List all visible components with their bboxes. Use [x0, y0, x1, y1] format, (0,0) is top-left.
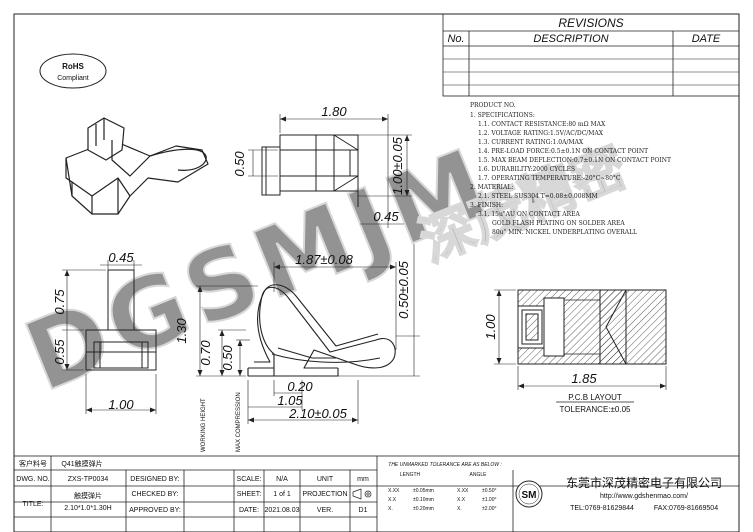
dim-side-width: 1.00 [108, 397, 134, 412]
projection-label: PROJECTION [302, 491, 347, 498]
dim-pcb-height: 1.00 [483, 314, 498, 340]
sheet-border [13, 13, 740, 532]
dim-top-height: 0.50 [232, 151, 247, 177]
sheet-value: 1 of 1 [273, 491, 291, 498]
revisions-col-date: DATE [692, 33, 721, 45]
dim-side-h1: 0.75 [52, 289, 67, 315]
company-tel: TEL:0769-81629844 [570, 505, 634, 512]
dim-top-length: 1.80 [321, 104, 347, 119]
dim-front-h2: 0.70 [198, 340, 213, 366]
revisions-col-no: No. [447, 33, 464, 45]
tol-cell: ±0.20mm [413, 506, 434, 512]
isometric-view [65, 117, 209, 215]
top-view [248, 114, 412, 228]
checked-by-label: CHECKED BY: [131, 491, 178, 498]
dim-side-h2: 0.55 [52, 339, 67, 365]
revisions-title: REVISIONS [558, 16, 623, 30]
pcb-layout-view [494, 289, 667, 403]
dim-front-w1: 0.20 [287, 379, 313, 394]
approved-by-label: APPROVED BY: [129, 507, 181, 514]
working-height-label: WORKING HEIGHT [201, 398, 207, 452]
company-fax: FAX:0769-81669504 [654, 505, 718, 512]
dim-front-w3: 2.10±0.05 [288, 406, 348, 421]
company-logo-icon [515, 480, 543, 508]
side-view [62, 260, 157, 414]
note-line: 1.1. CONTACT RESISTANCE:80 mΩ MAX [478, 121, 606, 128]
rohs-badge: RoHS Compliant [39, 53, 107, 89]
max-compression-label: MAX COMPRESSION [236, 392, 242, 452]
tol-cell: X.X [457, 497, 466, 503]
part-no-label: 客户料号 [19, 459, 47, 468]
rohs-compliant: Compliant [57, 75, 89, 82]
company-logo-text: SM [522, 490, 537, 501]
note-line: 2. MATERIAL: [470, 184, 513, 191]
scale-value: N/A [276, 476, 288, 483]
dim-pcb-width: 1.85 [571, 371, 597, 386]
pcb-tolerance: TOLERANCE:±0.05 [560, 405, 631, 414]
dim-top-offset: 0.45 [373, 209, 399, 224]
title-line2: 2.10*1.0*1.30H [64, 505, 111, 512]
tol-cell: X.X [388, 497, 397, 503]
note-line: 80u" MIN. NICKEL UNDERPLATING OVERALL [492, 229, 637, 236]
projection-symbol-icon [352, 488, 372, 500]
sheet-label: SHEET: [237, 491, 262, 498]
dim-front-total-height: 0.50±0.05 [396, 260, 411, 319]
company-name: 东莞市深茂精密电子有限公司 [566, 475, 722, 490]
dim-side-width-top: 0.45 [108, 250, 134, 265]
note-line: 3.1. 15u"AU ON CONTACT AREA [478, 211, 580, 218]
dwg-no: ZXS-TP0034 [68, 476, 109, 483]
date-label: DATE: [239, 507, 259, 514]
note-line: 1.4. PRE-LOAD FORCE:0.5±0.1N ON CONTACT … [478, 148, 648, 155]
dim-front-w2: 1.05 [277, 393, 303, 408]
unit-value: mm [357, 476, 369, 483]
tol-cell: ±0.05mm [413, 488, 434, 494]
title-line1: 触摸弹片 [74, 491, 102, 500]
tol-cell: X.XX [457, 488, 469, 494]
dim-front-h3: 0.50 [220, 345, 235, 371]
tolerance-angle-header: ANGLE [470, 472, 488, 478]
title-block [13, 455, 740, 532]
dim-front-h1: 1.30 [174, 318, 189, 344]
note-line: 1.7. OPERATING TEMPERATURE:-20°C~80°C [478, 175, 621, 182]
tolerance-title: THE UNMARKED TOLERANCE ARE AS BELOW : [388, 462, 502, 468]
tol-cell: ±1.00° [482, 497, 496, 503]
notes-title: PRODUCT NO. [470, 102, 516, 109]
revisions-col-description: DESCRIPTION [533, 33, 608, 45]
dim-front-length: 1.87±0.08 [295, 252, 354, 267]
tol-cell: X.XX [388, 488, 400, 494]
note-line: 1. SPECIFICATIONS: [470, 112, 535, 119]
company-website: http://www.gdshenmao.com/ [600, 493, 688, 500]
note-line: 1.6. DURABILITY:2000 CYCLES [478, 166, 575, 173]
unit-label: UNIT [317, 476, 334, 483]
designed-by-label: DESIGNED BY: [130, 476, 179, 483]
tol-cell: X. [388, 506, 393, 512]
title-label: TITLE: [22, 501, 43, 508]
revisions-table: REVISIONS No. DESCRIPTION DATE [442, 13, 740, 97]
note-line: GOLD FLASH PLATING ON SOLDER AREA [492, 220, 625, 227]
tol-cell: ±2.00° [482, 506, 496, 512]
specification-notes: PRODUCT NO. 1. SPECIFICATIONS: 1.1. CONT… [470, 102, 671, 236]
note-line: 2.1. STEEL SUS304 T=0.08±0.008MM [478, 193, 598, 200]
ver-value: D1 [359, 507, 368, 514]
tol-cell: X. [457, 506, 462, 512]
pcb-layout-title: P.C.B LAYOUT [568, 393, 622, 402]
note-line: 1.5. MAX BEAM DEFLECTION:0.7±0.1N ON CON… [478, 157, 671, 164]
note-line: 3. FINISH: [470, 202, 503, 209]
tolerance-length-header: LENGTH [400, 472, 421, 478]
note-line: 1.3. CURRENT RATING:1.0A/MAX [478, 139, 584, 146]
note-line: 1.2. VOLTAGE RATING:1.5V/AC/DC/MAX [478, 130, 604, 137]
tol-cell: ±0.50° [482, 488, 496, 494]
dwg-no-label: DWG. NO. [16, 476, 49, 483]
date-value: 2021.08.03 [264, 507, 299, 514]
tol-cell: ±0.10mm [413, 497, 434, 503]
ver-label: VER. [317, 507, 333, 514]
rohs-label: RoHS [62, 62, 84, 71]
front-view [196, 244, 420, 424]
dim-top-total-height: 1.00±0.05 [390, 136, 405, 195]
part-name: Q41触摸弹片 [61, 459, 102, 468]
scale-label: SCALE: [237, 476, 262, 483]
